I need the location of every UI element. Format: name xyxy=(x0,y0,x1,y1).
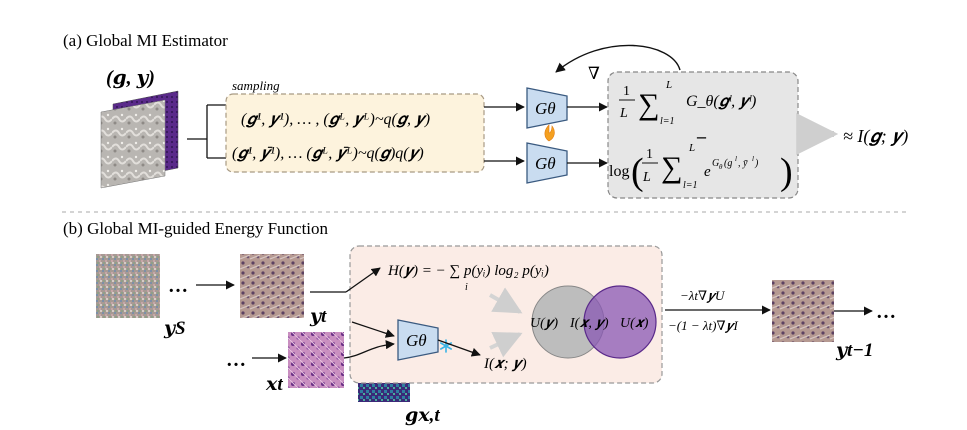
sampling-label: sampling xyxy=(232,78,280,93)
nabla-symbol: ∇ xyxy=(588,64,600,83)
svg-text:L: L xyxy=(619,106,628,121)
svg-text:L: L xyxy=(642,170,651,185)
svg-text:): ) xyxy=(780,151,793,193)
venn-mid-label: I(𝒙, 𝒚) xyxy=(569,316,609,331)
flame-icon xyxy=(544,124,555,142)
svg-text:θ: θ xyxy=(719,163,723,171)
arrow-xt-to-network xyxy=(343,340,395,359)
hint-arrow-mi xyxy=(489,331,523,358)
svg-text:∑: ∑ xyxy=(661,151,682,184)
yt-label: 𝒚t xyxy=(309,306,327,327)
image-yt-minus-1 xyxy=(772,280,834,342)
pair-label: (𝒈, 𝒚) xyxy=(106,67,155,89)
svg-text:e: e xyxy=(704,164,711,180)
section-b-title: (b) Global MI-guided Energy Function xyxy=(63,219,329,238)
svg-text:l: l xyxy=(752,155,754,163)
venn-right-label: U(𝒙) xyxy=(620,316,649,331)
network-g-theta-trainable: Gθ xyxy=(526,87,568,129)
image-pair-thumbnail xyxy=(100,90,179,189)
marginal-samples: (𝒈¹, 𝒚̄¹), … (𝒈ᴸ, 𝒚̄ᴸ)~q(𝒈)q(𝒚) xyxy=(232,145,424,162)
gradient-top: −λt∇𝒚U xyxy=(680,288,726,303)
svg-text:∑: ∑ xyxy=(638,88,659,121)
arrow-network-to-mi xyxy=(437,339,481,357)
joint-samples: (𝒈¹, 𝒚¹), … , (𝒈ᴸ, 𝒚ᴸ)~q(𝒈, 𝒚) xyxy=(241,111,430,128)
network-label: Gθ xyxy=(535,154,556,173)
hint-arrow-entropy xyxy=(489,287,523,314)
network-g-theta-shared: Gθ xyxy=(526,142,568,184)
svg-text:L: L xyxy=(665,79,672,91)
ys-label: 𝒚S xyxy=(163,318,186,339)
gradient-bottom: −(1 − λt)∇𝒚I xyxy=(668,318,738,333)
noisy-image-ys xyxy=(96,254,160,318)
svg-text:l=1: l=1 xyxy=(660,116,675,127)
section-a-title: (a) Global MI Estimator xyxy=(63,31,228,50)
sampling-bracket xyxy=(187,104,226,159)
venn-left-label: U(𝒚) xyxy=(530,316,558,331)
arrow-yt-to-entropy xyxy=(345,267,381,293)
image-yt xyxy=(240,254,304,318)
svg-text:1: 1 xyxy=(646,147,653,162)
svg-text:(: ( xyxy=(631,151,644,193)
condition-image-xt xyxy=(288,332,344,388)
network-label: Gθ xyxy=(406,331,427,350)
formula-marginal-term: log ( 1 L ∑ L l=1 e G θ (g l , ȳ l ) ) xyxy=(609,142,793,193)
entropy-subscript: i xyxy=(465,282,468,293)
log-term: log xyxy=(609,163,629,180)
svg-text:l: l xyxy=(735,155,737,163)
arrow-yt-to-network xyxy=(351,321,395,338)
formula-joint-term: 1 L ∑ L l=1 G_θ(𝒈ˡ, 𝒚ˡ) xyxy=(619,79,756,127)
svg-text:1: 1 xyxy=(623,84,630,99)
svg-text:G: G xyxy=(712,158,719,169)
svg-text:L: L xyxy=(688,142,695,154)
venn-diagram: U(𝒚) I(𝒙, 𝒚) U(𝒙) xyxy=(530,285,657,359)
svg-text:): ) xyxy=(754,158,759,169)
network-label: Gθ xyxy=(535,99,556,118)
svg-text:, ȳ: , ȳ xyxy=(738,158,748,169)
mi-result: ≈ I(𝒈; 𝒚) xyxy=(843,126,908,147)
gxt-label: 𝒈𝒙,t xyxy=(405,405,440,426)
svg-text:(g: (g xyxy=(724,158,732,169)
mi-term: I(𝒙; 𝒚) xyxy=(483,356,527,372)
svg-text:l=1: l=1 xyxy=(683,180,698,191)
ellipsis: … xyxy=(226,349,246,371)
ellipsis: … xyxy=(876,301,896,323)
xt-label: 𝒙t xyxy=(265,374,283,395)
entropy-formula: H(𝒚) = − ∑ p(yᵢ) log₂ p(yᵢ) xyxy=(387,263,549,279)
minus-sign: – xyxy=(696,126,707,146)
ytm1-label: 𝒚t−1 xyxy=(835,340,873,361)
sum-term: G_θ(𝒈ˡ, 𝒚ˡ) xyxy=(686,93,756,110)
sampling-box xyxy=(225,93,485,173)
network-g-theta-frozen: Gθ xyxy=(397,319,439,361)
ellipsis: … xyxy=(168,275,188,297)
gradient-feedback-arrow xyxy=(555,44,681,73)
